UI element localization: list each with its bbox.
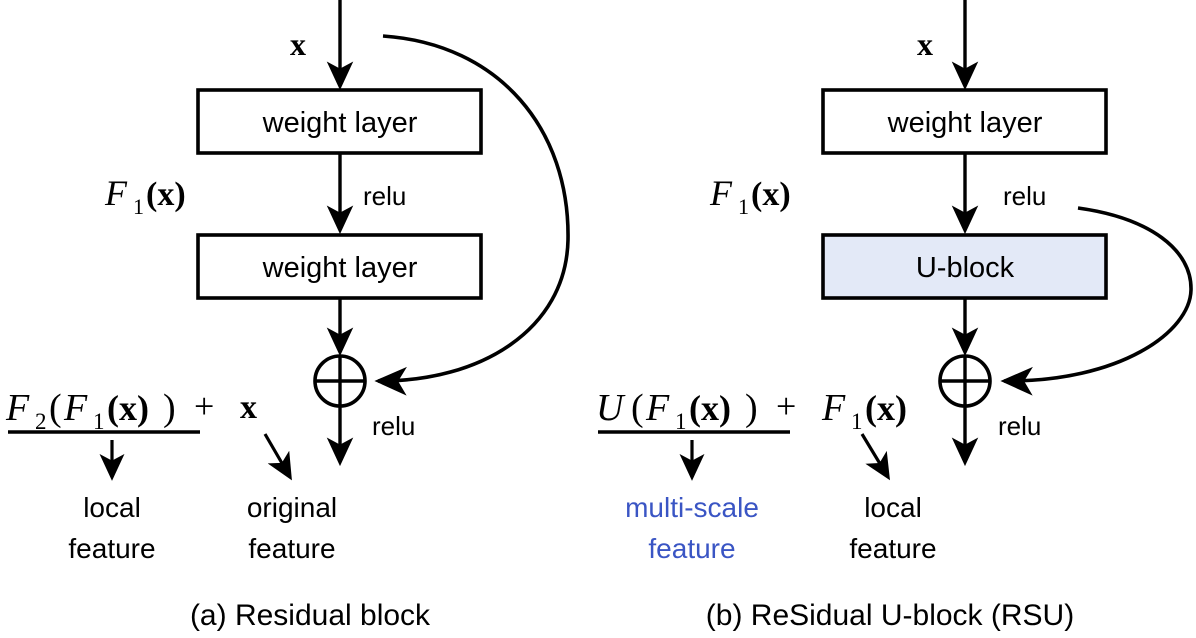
panel-a-eq-F1: F [63,387,88,429]
panel-b-ublock-label: U-block [916,252,1015,284]
panel-b-sum-node [938,354,992,408]
panel-b-relu-out-label: relu [998,411,1041,441]
panel-b-eq-open: ( [631,387,644,429]
panel-a-weight-layer-2-label: weight layer [262,252,418,284]
panel-a-caption: (a) Residual block [190,599,431,632]
panel-a-mid-label-arg: (x) [146,176,186,213]
panel-a-local-line1: local [83,492,141,523]
panel-b-input-label: x [917,26,933,62]
panel-b-skip-connection [1000,206,1193,396]
panel-a-original-line1: original [247,492,337,523]
panel-b-ublock-box [821,233,1108,300]
panel-a-eq-plus: + [194,386,214,426]
panel-b-weight-layer-label: weight layer [887,107,1043,139]
panel-b-caption: (b) ReSidual U-block (RSU) [706,599,1074,632]
panel-b-mid-label: F 1 (x) [709,173,791,219]
panel-a-local-line2: feature [68,533,155,564]
panel-a-weight-layer-1-label: weight layer [262,107,418,139]
panel-b-eq2-arg: (x) [865,388,907,428]
panel-b-mid-label-F: F [709,173,733,213]
panel-a-eq-arg: (x) [107,388,149,428]
panel-a-mid-label-sub: 1 [133,194,144,219]
panel-b-multiscale-line2: feature [648,533,735,564]
panel-a-eq-close: ) [163,387,176,429]
panel-b-eq-U: U [596,387,626,429]
panel-b-eq2-F: F [821,387,846,429]
panel-b-annotation-multiscale: multi-scale feature [625,492,759,564]
panel-a-relu-mid-label: relu [363,181,406,211]
panel-a-eq-F2-sub: 2 [35,409,47,434]
panel-b [598,0,1193,481]
panel-a-eq-F2: F [5,387,30,429]
panel-a-mid-label: F 1 (x) [104,173,186,219]
panel-a-annotation-local: local feature [68,492,155,564]
panel-a-input-label: x [290,26,306,62]
panel-b-eq-F-sub: 1 [675,409,687,434]
panel-a-sum-node [313,354,367,408]
panel-a-relu-out-label: relu [372,411,415,441]
panel-b-equation: U ( F 1 (x) ) + F 1 (x) [596,386,907,434]
panel-b-multiscale-line1: multi-scale [625,492,759,523]
panel-b-local-line1: local [864,492,922,523]
panel-b-local-arrow [860,433,890,481]
panel-b-eq-plus: + [776,386,796,426]
panel-a-eq-open: ( [49,387,62,429]
panel-a-mid-label-F: F [104,173,128,213]
panel-b-eq-F: F [645,387,670,429]
panel-a-annotation-original: original feature [247,492,337,564]
panel-b-relu-mid-label: relu [1003,181,1046,211]
panel-a [8,0,570,481]
panel-a-skip-connection [374,34,570,396]
panel-b-mid-label-sub: 1 [738,194,749,219]
panel-b-eq-close: ) [745,387,758,429]
panel-a-eq-F1-sub: 1 [93,409,105,434]
panel-b-mid-label-arg: (x) [751,176,791,213]
panel-a-original-arrow [263,433,292,481]
panel-a-equation: F 2 ( F 1 (x) ) + x [5,386,257,434]
panel-a-original-line2: feature [248,533,335,564]
panel-b-annotation-local: local feature [849,492,936,564]
panel-a-eq-x: x [240,389,257,426]
panel-b-eq-arg: (x) [689,388,731,428]
panel-b-eq2-sub: 1 [851,409,863,434]
panel-a-weight-layer-2-box [196,233,483,300]
panel-b-local-line2: feature [849,533,936,564]
